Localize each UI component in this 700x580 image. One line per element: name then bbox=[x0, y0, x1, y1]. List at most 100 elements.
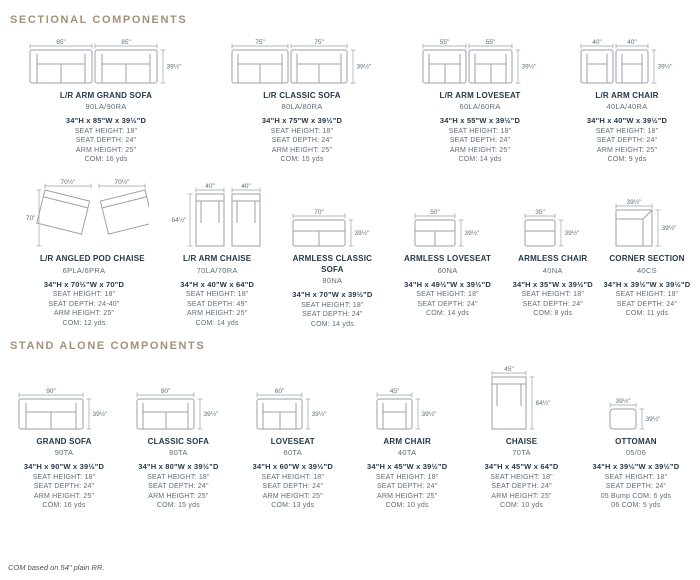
spec-line: COM: 14 yds bbox=[195, 319, 239, 327]
svg-text:45": 45" bbox=[389, 388, 399, 395]
diagram-armless-loveseat: 50" 39½" bbox=[413, 175, 483, 249]
product-title: L/R ARM LOVESEAT bbox=[439, 91, 521, 100]
svg-text:39½": 39½" bbox=[312, 410, 328, 418]
diagram-armless-classic-sofa: 70"39½" bbox=[291, 175, 373, 249]
diagram-svg: 45"39½" bbox=[376, 388, 437, 430]
diagram-svg: 70½"70½"70" bbox=[26, 178, 149, 247]
product-model-number: 80TA bbox=[169, 448, 188, 458]
product-model-number: 40NA bbox=[542, 265, 563, 275]
spec-line: SEAT DEPTH: 24" bbox=[75, 137, 137, 145]
row-sectional-2: 70½"70½"70" L/R ANGLED POD CHAISE 6PLA/6… bbox=[8, 175, 692, 327]
spec-line: ARM HEIGHT: 25" bbox=[596, 146, 658, 154]
svg-text:39½": 39½" bbox=[203, 410, 219, 418]
spec-line: SEAT HEIGHT: 18" bbox=[416, 291, 479, 299]
diagram-svg: 70"39½" bbox=[292, 209, 371, 247]
product-model-number: 70LA/70RA bbox=[196, 265, 238, 275]
svg-text:50": 50" bbox=[430, 209, 440, 216]
spec-line: ARM HEIGHT: 25" bbox=[262, 492, 323, 500]
product-model-number: 05/06 bbox=[625, 448, 647, 458]
product-model-number: 60TA bbox=[283, 448, 303, 458]
product-title: L/R ARM CHAIR bbox=[595, 91, 659, 100]
spec-line: SEAT HEIGHT: 18" bbox=[375, 473, 439, 481]
spec-line: 05 Bump COM: 6 yds bbox=[600, 492, 672, 500]
product-dimensions: 34"H x 49½"W x 39½"D bbox=[404, 279, 491, 289]
product-title: L/R CLASSIC SOFA bbox=[263, 91, 341, 100]
spec-line: SEAT DEPTH: 24" bbox=[148, 483, 209, 491]
product-title: OTTOMAN bbox=[615, 436, 657, 446]
diagram-classic-sofa: 80" 39½" bbox=[135, 362, 222, 432]
spec-line: COM: 15 yds bbox=[156, 502, 200, 510]
product-title: CORNER SECTION bbox=[609, 254, 685, 264]
com-footnote: COM based on 54" plain RR. bbox=[8, 563, 105, 572]
spec-line: SEAT DEPTH: 49" bbox=[186, 300, 248, 308]
spec-line: COM: 15 yds bbox=[280, 156, 324, 164]
svg-text:55": 55" bbox=[439, 39, 449, 46]
product-title: L/R ARM GRAND SOFA bbox=[59, 91, 153, 100]
product-dimensions: 34"H x 45"W x 39½"D bbox=[367, 462, 448, 472]
product-dimensions: 34"H x 40"W x 39½"D bbox=[586, 116, 668, 126]
diagram-svg: 39½"39½" bbox=[609, 397, 661, 430]
svg-text:90": 90" bbox=[46, 388, 56, 395]
section-heading-stand-alone: STAND ALONE COMPONENTS bbox=[10, 339, 206, 352]
product-model-number: 60NA bbox=[437, 265, 458, 275]
spec-line: ARM HEIGHT: 25" bbox=[33, 492, 95, 500]
spec-line: SEAT DEPTH: 24-40" bbox=[48, 300, 120, 308]
product-model-number: 80NA bbox=[322, 276, 343, 286]
svg-text:39½": 39½" bbox=[166, 63, 182, 71]
diagram-arm-chair: 45"39½" bbox=[375, 362, 440, 432]
spec-line: SEAT DEPTH: 24" bbox=[491, 483, 552, 491]
product-model-number: 40CS bbox=[636, 265, 657, 275]
svg-text:39½": 39½" bbox=[645, 415, 661, 423]
spec-line: SEAT HEIGHT: 18" bbox=[521, 291, 585, 299]
diagram-svg: 50" 39½" bbox=[414, 209, 480, 247]
svg-text:60": 60" bbox=[275, 388, 285, 395]
spec-line: COM: 8 yds bbox=[533, 310, 573, 318]
spec-line: SEAT HEIGHT: 18" bbox=[615, 291, 679, 299]
spec-line: SEAT DEPTH: 24" bbox=[271, 137, 333, 145]
card-ottoman: 39½"39½" OTTOMAN 05/06 34"H x 39½"W x 39… bbox=[580, 362, 692, 509]
product-dimensions: 34"H x 70"W x 39½"D bbox=[292, 290, 373, 300]
product-title: ARMLESS CHAIR bbox=[518, 254, 588, 264]
svg-text:39½": 39½" bbox=[564, 230, 580, 238]
spec-line: COM: 10 yds bbox=[500, 502, 544, 510]
svg-text:70½": 70½" bbox=[61, 178, 77, 186]
svg-text:39½": 39½" bbox=[464, 230, 480, 238]
svg-text:39½": 39½" bbox=[661, 225, 677, 233]
diagram-lr-arm-chaise: 40"40"64½" bbox=[170, 175, 264, 249]
diagram-ottoman: 39½"39½" bbox=[608, 362, 664, 432]
spec-line: ARM HEIGHT: 25" bbox=[187, 310, 248, 318]
diagram-svg: 40"40"39½" bbox=[580, 39, 673, 84]
svg-text:55": 55" bbox=[485, 39, 495, 46]
svg-text:45": 45" bbox=[504, 366, 514, 373]
spec-line: SEAT DEPTH: 24" bbox=[596, 137, 658, 145]
product-dimensions: 34"H x 85"W x 39½"D bbox=[65, 116, 147, 126]
spec-line: SEAT DEPTH: 24" bbox=[33, 483, 95, 491]
spec-line: SEAT HEIGHT: 18" bbox=[147, 473, 210, 481]
diagram-lr-classic-sofa: 75"75"39½" bbox=[230, 36, 375, 86]
diagram-svg: 90"39½" bbox=[18, 388, 108, 430]
spec-line: SEAT HEIGHT: 18" bbox=[448, 127, 512, 135]
spec-line: SEAT HEIGHT: 18" bbox=[185, 291, 249, 299]
svg-text:40": 40" bbox=[592, 39, 602, 46]
spec-line: SEAT DEPTH: 24" bbox=[302, 311, 363, 319]
svg-text:70": 70" bbox=[315, 209, 325, 216]
spec-line: ARM HEIGHT: 25" bbox=[377, 492, 438, 500]
card-lr-arm-chair: 40"40"39½" L/R ARM CHAIR 40LA/40RA 34"H … bbox=[562, 36, 692, 163]
spec-line: SEAT HEIGHT: 18" bbox=[261, 473, 325, 481]
spec-line: SEAT HEIGHT: 18" bbox=[595, 127, 659, 135]
product-title: ARM CHAIR bbox=[383, 436, 431, 446]
section-heading-sectional: SECTIONAL COMPONENTS bbox=[10, 14, 188, 26]
product-dimensions: 34"H x 70½"W x 70"D bbox=[43, 279, 125, 289]
spec-line: ARM HEIGHT: 25" bbox=[75, 146, 137, 154]
product-dimensions: 34"H x 45"W x 64"D bbox=[484, 462, 559, 472]
spec-line: SEAT DEPTH: 24" bbox=[605, 483, 667, 491]
diagram-lr-arm-grand-sofa: 85"85"39½" bbox=[28, 36, 185, 86]
card-lr-classic-sofa: 75"75"39½" L/R CLASSIC SOFA 80LA/80RA 34… bbox=[206, 36, 398, 163]
svg-text:70½": 70½" bbox=[115, 178, 131, 186]
card-corner-section: 39½"39½" CORNER SECTION 40CS 34"H x 39½"… bbox=[602, 175, 692, 317]
svg-text:80": 80" bbox=[161, 388, 171, 395]
product-model-number: 40TA bbox=[397, 448, 417, 458]
spec-line: COM: 12 yds bbox=[62, 319, 106, 327]
spec-sheet: SECTIONAL COMPONENTS 85"85"39½" L/R ARM … bbox=[8, 14, 692, 510]
svg-text:40": 40" bbox=[241, 183, 251, 190]
